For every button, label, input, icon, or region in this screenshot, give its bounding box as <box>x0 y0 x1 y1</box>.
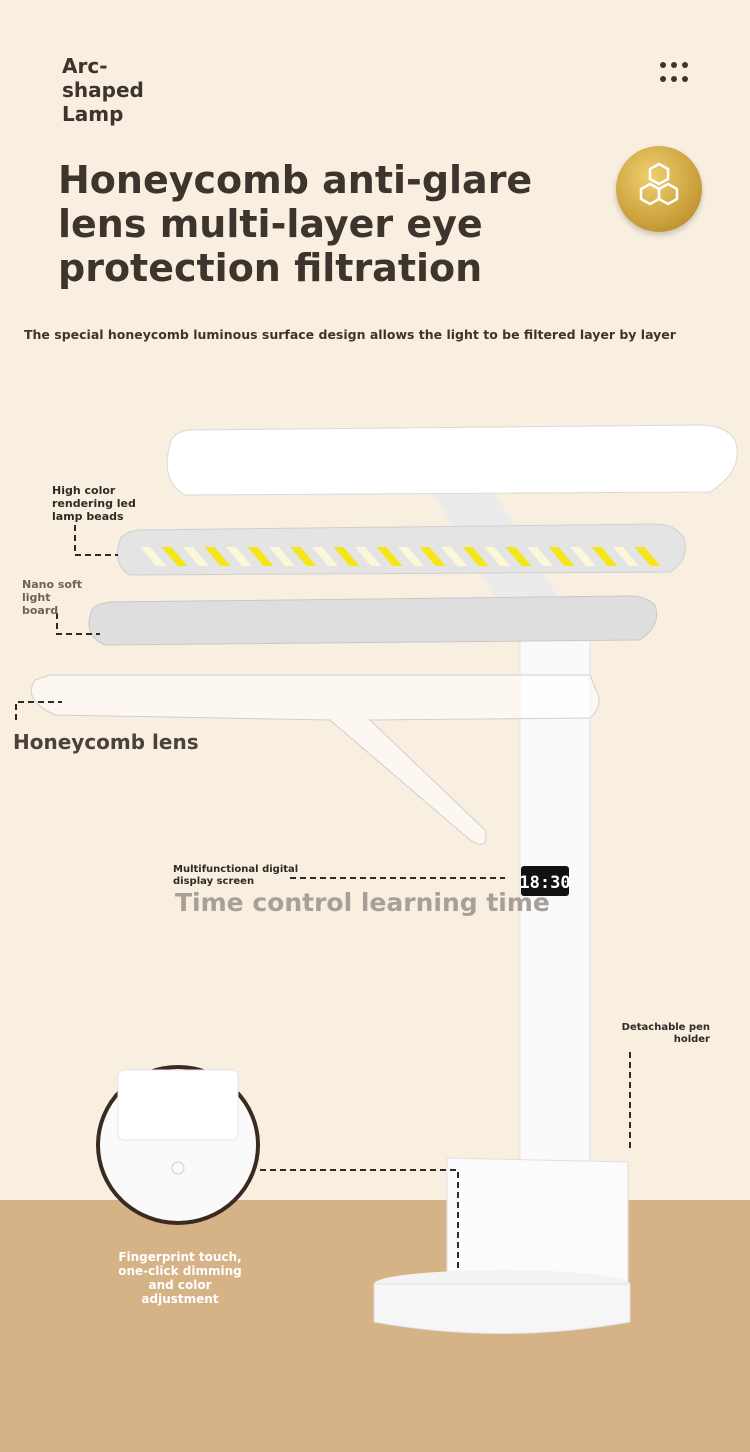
led-bead <box>376 547 403 566</box>
led-bead <box>527 547 553 566</box>
led-bead <box>183 547 209 566</box>
brand-name: Arc-shaped Lamp <box>62 54 144 126</box>
led-bead <box>548 547 575 566</box>
lamp-pole <box>519 639 591 1171</box>
honeycomb-icon <box>616 146 702 232</box>
led-bead <box>484 547 510 566</box>
leader-lines <box>15 525 631 1270</box>
led-bead <box>613 547 639 566</box>
led-bead <box>161 547 188 566</box>
honeycomb-lens <box>30 674 600 845</box>
label-display: Multifunctional digital display screen <box>173 864 299 887</box>
label-led-beads: High color rendering led lamp beads <box>52 484 136 523</box>
led-bead <box>140 547 166 566</box>
more-dots-icon[interactable] <box>660 62 696 86</box>
led-bead <box>570 547 596 566</box>
clock-text: 18:30 <box>519 873 570 893</box>
led-bead <box>462 547 489 566</box>
led-bead <box>247 547 274 566</box>
label-touch: Fingerprint touch, one-click dimming and… <box>118 1250 242 1306</box>
led-bead <box>333 547 360 566</box>
label-soft-board: Nano soft light board <box>22 578 82 617</box>
led-bead <box>634 547 661 566</box>
power-icon <box>171 1161 185 1175</box>
led-bead <box>398 547 424 566</box>
lamp-base <box>373 1283 631 1334</box>
led-bead <box>312 547 338 566</box>
digital-display <box>521 866 569 896</box>
subtitle: The special honeycomb luminous surface d… <box>24 327 676 342</box>
label-pen-holder: Detachable pen holder <box>621 1022 710 1045</box>
led-bead <box>226 547 252 566</box>
led-bead <box>269 547 295 566</box>
display-caption: Time control learning time <box>175 888 550 917</box>
label-honeycomb-lens: Honeycomb lens <box>13 730 199 754</box>
led-bead <box>419 547 446 566</box>
light-panel <box>166 424 738 496</box>
led-bead <box>290 547 317 566</box>
pen-holder <box>446 1157 629 1283</box>
led-bead <box>355 547 381 566</box>
soft-light-board <box>88 595 658 646</box>
page-title: Honeycomb anti-glare lens multi-layer ey… <box>58 158 533 290</box>
led-bead <box>591 547 618 566</box>
led-bead <box>505 547 532 566</box>
led-bead <box>204 547 231 566</box>
led-bead <box>441 547 467 566</box>
